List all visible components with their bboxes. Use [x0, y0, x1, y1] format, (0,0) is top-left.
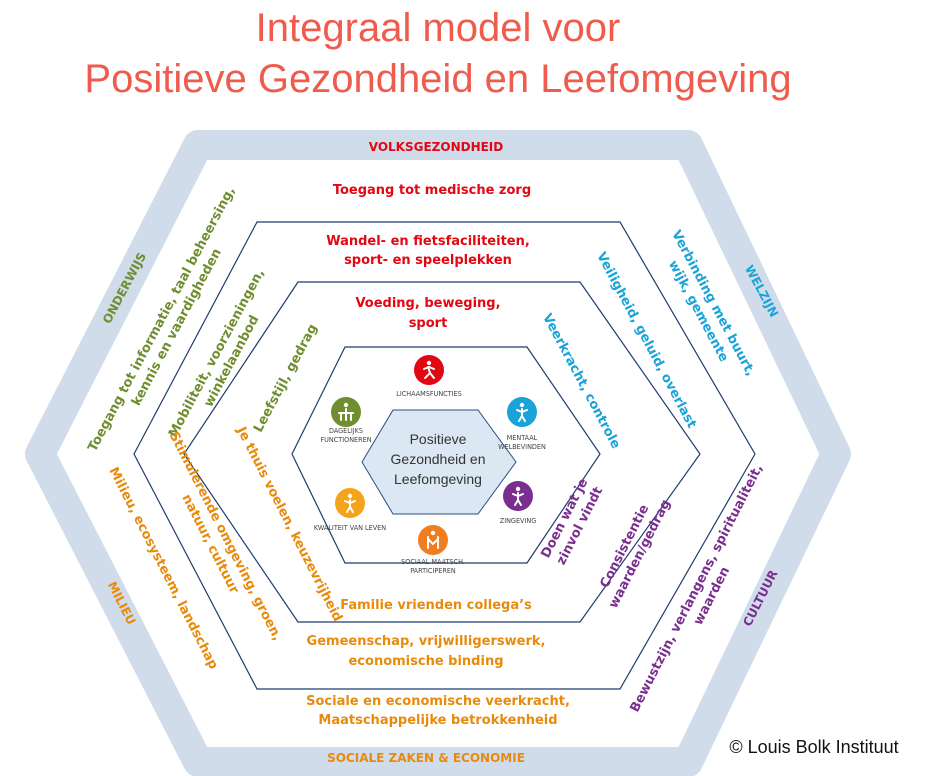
dimension-kwaliteit-van-leven: KWALITEIT VAN LEVEN: [314, 488, 386, 532]
label-top-outer: Toegang tot medische zorg: [333, 183, 531, 198]
label-top-inner-1: Voeding, beweging,: [355, 296, 500, 311]
copyright-text: © Louis Bolk Instituut: [729, 737, 898, 757]
label-bottom-outer-1: Sociale en economische veerkracht,: [306, 694, 570, 709]
running-person-icon: [423, 360, 435, 379]
center-line-3: Leefomgeving: [394, 471, 482, 487]
people-icon: [427, 530, 439, 549]
dimension-label: LICHAAMSFUNCTIES: [396, 389, 461, 398]
person-icon: [344, 493, 356, 513]
dimension-label: WELBEVINDEN: [498, 442, 546, 451]
label-bottom-outer-2: Maatschappelijke betrokkenheid: [318, 713, 557, 728]
title-line-1: Integraal model voor: [256, 6, 621, 50]
label-top-mid-1: Wandel- en fietsfaciliteiten,: [326, 234, 530, 249]
person-icon: [512, 486, 524, 506]
center-line-2: Gezondheid en: [391, 451, 486, 467]
ring-3-hexagon: [133, 221, 756, 690]
dimension-label: DAGELIJKS: [329, 426, 363, 435]
dimension-sociaal-maatsch-participeren: SOCIAAL MAATSCH.PARTICIPEREN: [401, 525, 465, 575]
label-bottom-mid-1: Gemeenschap, vrijwilligerswerk,: [307, 634, 546, 649]
dimension-circle: [418, 525, 448, 555]
label-bottom-mid-2: economische binding: [348, 654, 503, 669]
label-top-inner-2: sport: [409, 316, 448, 331]
dimension-zingeving: ZINGEVING: [500, 481, 536, 525]
ring-1-hexagon: [291, 346, 601, 564]
working-person-icon: [338, 402, 354, 421]
label-top-mid-2: sport- en speelplekken: [344, 253, 512, 268]
person-icon: [516, 402, 528, 422]
center-line-1: Positieve: [410, 431, 467, 447]
sector-top-label: VOLKSGEZONDHEID: [369, 140, 504, 154]
center-hexagon: [361, 409, 517, 515]
dimension-label: MENTAAL: [507, 433, 538, 442]
dimension-label: KWALITEIT VAN LEVEN: [314, 523, 386, 532]
title-line-2: Positieve Gezondheid en Leefomgeving: [84, 57, 791, 101]
dimension-label: FUNCTIONEREN: [320, 435, 371, 444]
dimension-label: SOCIAAL MAATSCH.: [401, 557, 465, 566]
sector-bottom-label: SOCIALE ZAKEN & ECONOMIE: [327, 751, 525, 765]
ring-2-hexagon: [183, 281, 701, 623]
dimension-label: PARTICIPEREN: [410, 566, 456, 575]
dimension-label: ZINGEVING: [500, 516, 536, 525]
dimension-lichaamsfuncties: LICHAAMSFUNCTIES: [396, 355, 462, 398]
label-bottom-inner: Familie vrienden collega’s: [340, 598, 532, 613]
